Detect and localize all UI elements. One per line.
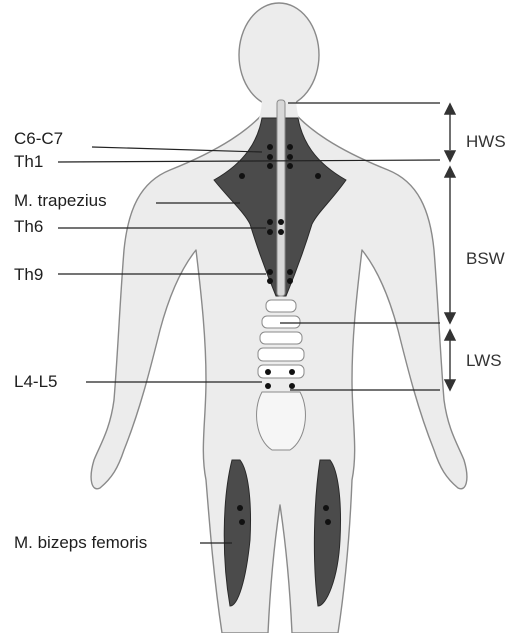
region-hws: HWS [466,133,506,150]
label-l4-l5: L4-L5 [14,373,57,390]
label-m-bizeps-femoris: M. bizeps femoris [14,534,147,551]
lws-arrow-down [445,380,455,390]
hws-arrow-up [445,104,455,114]
label-th9: Th9 [14,266,43,283]
label-c6-c7: C6-C7 [14,130,63,147]
label-th1: Th1 [14,153,43,170]
region-lws: LWS [466,352,502,369]
lws-arrow-up [445,330,455,340]
bsw-arrow-up [445,167,455,177]
label-m-trapezius: M. trapezius [14,192,107,209]
hws-arrow-down [445,151,455,161]
bsw-arrow-down [445,313,455,323]
region-bsw: BSW [466,250,505,267]
label-th6: Th6 [14,218,43,235]
